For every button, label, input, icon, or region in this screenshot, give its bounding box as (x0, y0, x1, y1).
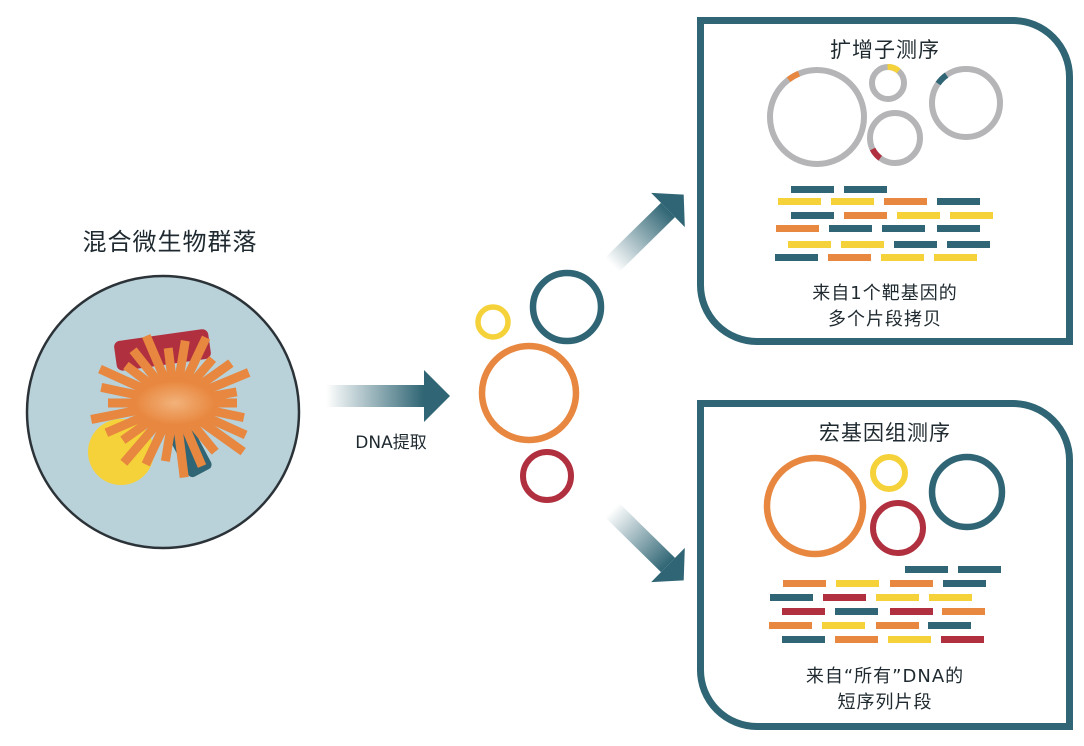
read-fragment-orange (884, 198, 927, 205)
target-gene-marker-yellow (887, 64, 901, 74)
yellow-coccus (88, 419, 154, 485)
amplicon-sequencing-panel: 扩增子测序 来自1个靶基因的 多个片段拷贝 (697, 17, 1073, 345)
read-fragment-yellow (831, 198, 874, 205)
read-fragment-yellow (841, 241, 884, 248)
read-fragment-red (941, 636, 984, 643)
community-title: 混合微生物群落 (82, 228, 258, 256)
read-fragment-teal (835, 608, 878, 615)
read-fragment-orange (776, 225, 819, 232)
read-fragment-orange (876, 622, 919, 629)
read-fragment-orange (835, 636, 878, 643)
arrow-to-metagenomic (604, 502, 685, 583)
read-fragment-orange (828, 254, 871, 261)
metagenomic-plasmids (763, 453, 1006, 558)
read-fragment-orange (942, 608, 985, 615)
metagenomic-reads (769, 566, 1001, 643)
genome-circle-yellow (870, 454, 908, 492)
read-fragment-teal (943, 580, 986, 587)
read-fragment-yellow (788, 241, 831, 248)
read-fragment-teal (958, 566, 1001, 573)
arrow-extract-shaft (326, 385, 424, 407)
gray-plasmid (929, 66, 1003, 140)
amplicon-reads (775, 186, 993, 261)
genome-circle-red (870, 500, 926, 556)
read-fragment-teal (928, 622, 971, 629)
genome-circle-teal (928, 453, 1006, 531)
arrow-to-metagenomic-head (651, 547, 685, 583)
read-fragment-teal (844, 186, 887, 193)
microbial-community-illustration (25, 274, 301, 550)
orange-flagellated-bacterium (90, 334, 251, 478)
gray-plasmid (869, 64, 907, 102)
read-fragment-teal (894, 241, 937, 248)
read-fragment-teal (782, 636, 825, 643)
read-fragment-yellow (876, 594, 919, 601)
read-fragment-orange (890, 580, 933, 587)
read-fragment-yellow (881, 254, 924, 261)
read-fragment-teal (770, 594, 813, 601)
read-fragment-orange (844, 212, 887, 219)
genome-circle-orange (763, 454, 867, 558)
amplicon-caption-line1: 来自1个靶基因的 (812, 283, 958, 304)
arrow-to-amplicon-head (651, 192, 685, 228)
read-fragment-yellow (778, 198, 821, 205)
metagenomic-caption-line2: 短序列片段 (837, 692, 933, 713)
extracted-dna-plasmids (475, 269, 605, 503)
read-fragment-red (890, 608, 933, 615)
dna-circle-teal (529, 269, 605, 345)
arrow-to-amplicon (604, 192, 685, 273)
target-gene-marker-teal (935, 72, 949, 86)
read-fragment-red (782, 608, 825, 615)
read-fragment-teal (947, 241, 990, 248)
read-fragment-teal (791, 186, 834, 193)
read-fragment-teal (829, 225, 872, 232)
target-gene-marker-red (869, 147, 883, 161)
read-fragment-yellow (897, 212, 940, 219)
metagenomic-caption-line1: 来自“所有”DNA的 (805, 666, 965, 687)
read-fragment-teal (882, 225, 925, 232)
amplicon-caption-line2: 多个片段拷贝 (828, 309, 942, 330)
target-gene-marker-orange (786, 70, 801, 83)
read-fragment-teal (937, 225, 980, 232)
dna-circle-yellow (475, 304, 511, 340)
arrow-extract-head (424, 370, 450, 422)
read-fragment-orange (769, 622, 812, 629)
read-fragment-teal (791, 212, 834, 219)
dna-circle-red (520, 449, 574, 503)
read-fragment-yellow (822, 622, 865, 629)
read-fragment-red (823, 594, 866, 601)
read-fragment-yellow (836, 580, 879, 587)
read-fragment-yellow (950, 212, 993, 219)
read-fragment-teal (905, 566, 948, 573)
read-fragment-yellow (934, 254, 977, 261)
gray-plasmid (767, 67, 867, 167)
arrow-to-amplicon-shaft (604, 202, 676, 273)
amplicon-title: 扩增子测序 (830, 38, 940, 62)
read-fragment-teal (775, 254, 818, 261)
amplicon-plasmids (767, 64, 1003, 167)
read-fragment-orange (783, 580, 826, 587)
bacterium-body (135, 381, 215, 425)
metagenomic-title: 宏基因组测序 (819, 421, 951, 445)
gray-plasmid (867, 110, 923, 166)
dna-circle-orange (478, 342, 580, 444)
read-fragment-teal (937, 198, 980, 205)
read-fragment-yellow (888, 636, 931, 643)
read-fragment-yellow (929, 594, 972, 601)
dna-extraction-label: DNA提取 (355, 433, 427, 453)
arrow-to-metagenomic-shaft (604, 502, 676, 573)
